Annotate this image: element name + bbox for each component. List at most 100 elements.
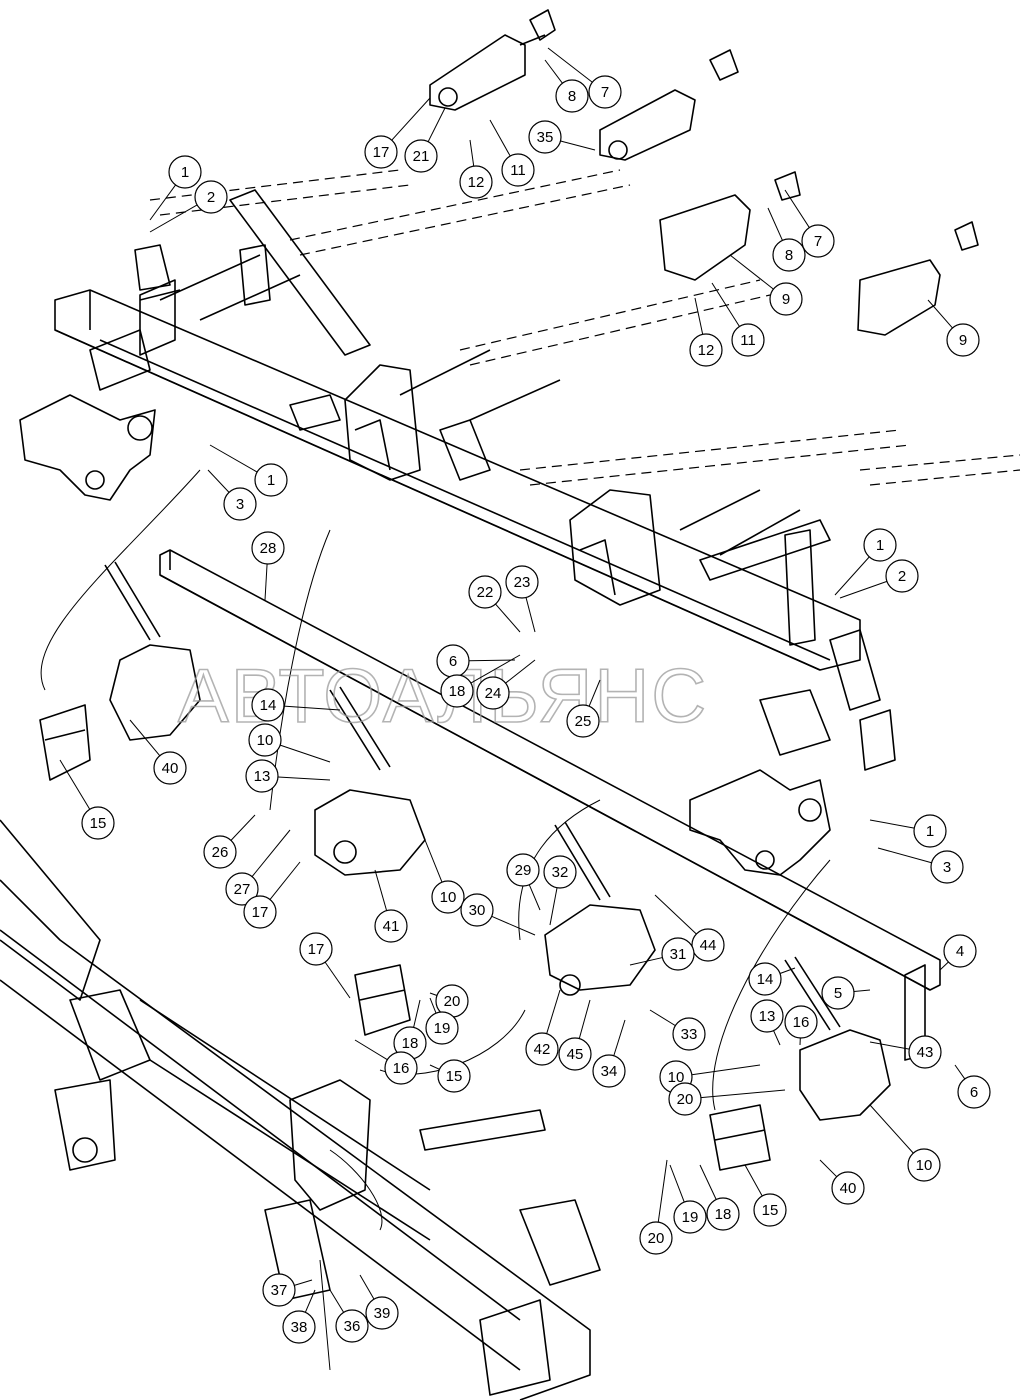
callout-number: 8 xyxy=(568,88,576,105)
callout-number: 17 xyxy=(308,941,325,958)
callout-6: 6 xyxy=(436,644,516,678)
callout-8: 8 xyxy=(544,59,589,113)
callout-1: 1 xyxy=(209,444,288,497)
callout-13: 13 xyxy=(245,759,331,793)
callout-leader xyxy=(839,580,888,599)
callout-circle xyxy=(282,1310,316,1344)
callout-circle xyxy=(907,1148,941,1182)
callout-circle xyxy=(248,723,282,757)
callout-leader xyxy=(784,189,810,228)
callout-leader xyxy=(699,1164,717,1200)
callout-circle xyxy=(528,120,562,154)
callout-leader xyxy=(374,869,388,911)
callout-leader xyxy=(329,1289,345,1313)
callout-leader xyxy=(657,1159,668,1223)
callout-28: 28 xyxy=(251,531,285,601)
callout-14: 14 xyxy=(251,688,341,722)
callout-number: 18 xyxy=(715,1206,732,1223)
callout-number: 26 xyxy=(212,844,229,861)
callout-2: 2 xyxy=(149,180,228,233)
callout-circle xyxy=(558,1037,592,1071)
callout-circle xyxy=(592,1054,626,1088)
callout-leader xyxy=(489,119,511,157)
callout-circle xyxy=(731,323,765,357)
callout-19: 19 xyxy=(425,997,459,1045)
callout-42: 42 xyxy=(525,989,561,1066)
callout-13: 13 xyxy=(750,999,784,1046)
callout-leader xyxy=(354,1039,388,1061)
callout-circle xyxy=(908,1035,942,1069)
callout-leader xyxy=(59,759,91,810)
callout-leader xyxy=(853,989,871,993)
callout-circle xyxy=(251,688,285,722)
callout-leader xyxy=(654,894,697,935)
callout-circle xyxy=(863,528,897,562)
callout-circle xyxy=(251,531,285,565)
callout-circle xyxy=(203,835,237,869)
callout-number: 28 xyxy=(260,540,277,557)
callout-circle xyxy=(81,806,115,840)
callout-leader xyxy=(549,887,558,926)
callout-31: 31 xyxy=(629,937,695,971)
callout-leader xyxy=(588,679,601,707)
callout-circle xyxy=(262,1273,296,1307)
callout-circle xyxy=(431,880,465,914)
callout-24: 24 xyxy=(476,659,536,710)
callout-circle xyxy=(254,463,288,497)
callout-number: 29 xyxy=(515,862,532,879)
callout-leader xyxy=(413,999,421,1028)
callout-leader xyxy=(283,705,341,711)
callout-leader xyxy=(954,1064,966,1080)
callout-35: 35 xyxy=(528,120,596,154)
callout-number: 36 xyxy=(344,1318,361,1335)
callout-20: 20 xyxy=(668,1082,786,1116)
callout-leader xyxy=(547,47,593,83)
callout-circle xyxy=(468,575,502,609)
callout-34: 34 xyxy=(592,1019,626,1088)
callout-11: 11 xyxy=(711,282,765,357)
callout-leader xyxy=(277,776,331,781)
callout-number: 32 xyxy=(552,864,569,881)
callout-37: 37 xyxy=(262,1273,313,1307)
callout-circle xyxy=(801,224,835,258)
callout-30: 30 xyxy=(460,893,536,936)
callout-circle xyxy=(505,565,539,599)
callout-number: 12 xyxy=(468,174,485,191)
callout-43: 43 xyxy=(869,1035,942,1069)
callout-circle xyxy=(689,333,723,367)
callout-14: 14 xyxy=(748,962,796,996)
callout-circle xyxy=(543,855,577,889)
callout-number: 9 xyxy=(959,332,967,349)
callout-17: 17 xyxy=(243,861,301,929)
callout-number: 35 xyxy=(537,129,554,146)
callout-circle xyxy=(957,1075,991,1109)
callout-circle xyxy=(588,75,622,109)
callout-16: 16 xyxy=(354,1039,418,1085)
callout-circle xyxy=(440,674,474,708)
callout-circle xyxy=(425,1011,459,1045)
callout-circle xyxy=(365,1296,399,1330)
callout-circle xyxy=(639,1221,673,1255)
callout-leader xyxy=(773,1030,781,1046)
callout-3: 3 xyxy=(207,469,257,521)
callout-11: 11 xyxy=(489,119,535,187)
callout-leader xyxy=(149,184,176,221)
callout-15: 15 xyxy=(744,1164,787,1227)
callout-9: 9 xyxy=(927,299,980,357)
callout-26: 26 xyxy=(203,814,256,869)
callout-leader xyxy=(939,961,949,971)
callout-number: 34 xyxy=(601,1063,618,1080)
callout-circle xyxy=(913,814,947,848)
callout-4: 4 xyxy=(939,934,977,971)
callout-25: 25 xyxy=(566,679,601,738)
callout-circle xyxy=(374,909,408,943)
callout-leader xyxy=(869,1104,914,1154)
callout-7: 7 xyxy=(547,47,622,109)
callout-17: 17 xyxy=(299,932,351,999)
callout-circle xyxy=(460,893,494,927)
callout-18: 18 xyxy=(393,999,427,1060)
callout-leader xyxy=(779,967,796,974)
callout-number: 6 xyxy=(449,653,457,670)
callout-number: 20 xyxy=(444,993,461,1010)
callout-number: 22 xyxy=(477,584,494,601)
